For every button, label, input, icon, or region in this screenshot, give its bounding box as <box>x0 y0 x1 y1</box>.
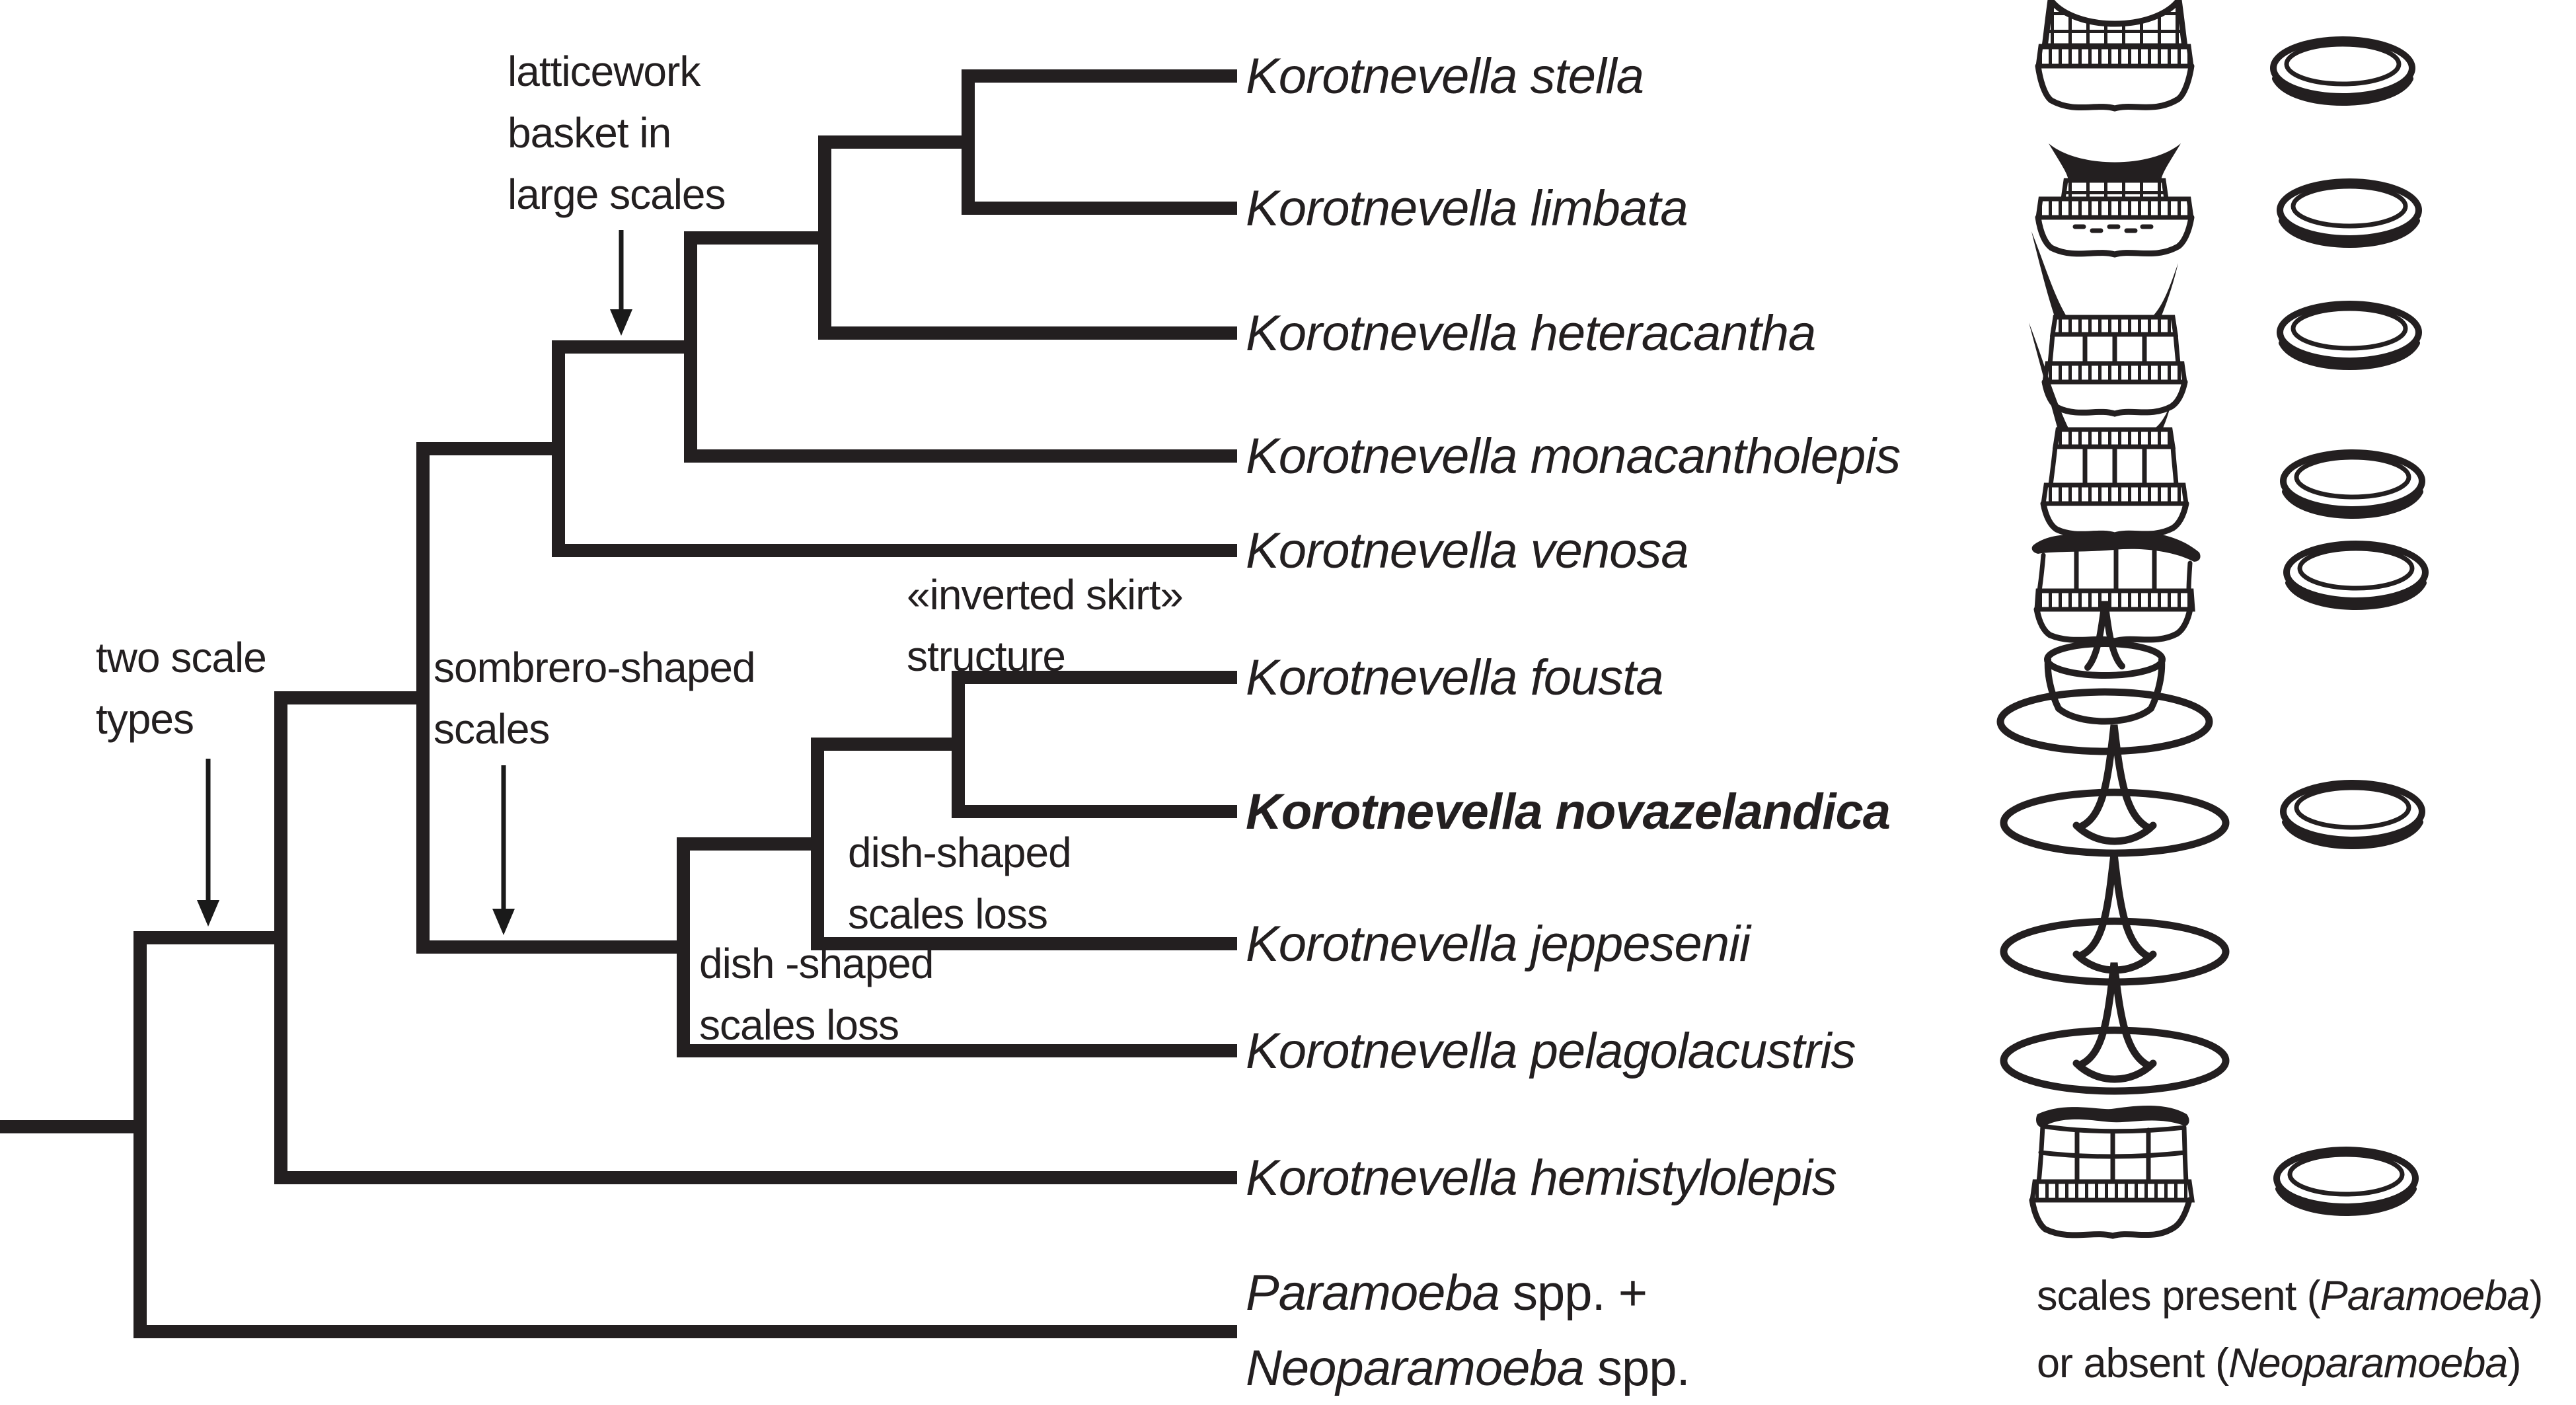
taxon-label-heteracantha: Korotnevella heteracantha <box>1246 305 1815 361</box>
svg-text:Neoparamoeba spp.: Neoparamoeba spp. <box>1246 1340 1690 1396</box>
tree-branches <box>0 69 1237 1338</box>
annotation-inverted-skirt: «inverted skirt» structure <box>907 571 1184 680</box>
legend-line-2: or absent (Neoparamoeba) <box>2037 1340 2520 1386</box>
annotation-two-scale-types: two scale types <box>96 634 267 743</box>
annotation-line: dish -shaped <box>699 940 933 987</box>
annotation-line: scales <box>434 705 549 753</box>
taxon-label-outgroup: Paramoeba spp. + Neoparamoeba spp. <box>1246 1265 1690 1396</box>
sombrero-scale-icon <box>2004 963 2226 1091</box>
taxon-label-pelagolacustris: Korotnevella pelagolacustris <box>1246 1023 1856 1079</box>
annotation-line: scales loss <box>699 1001 899 1049</box>
sombrero-arrow-icon <box>492 765 515 935</box>
dish-icon <box>2273 40 2412 102</box>
taxon-label-monacantholepis: Korotnevella monacantholepis <box>1246 428 1900 484</box>
legend-line-1: scales present (Paramoeba) <box>2037 1273 2542 1319</box>
dish-icon <box>2277 1150 2415 1213</box>
dish-icon <box>2287 544 2425 607</box>
dish-icon <box>2283 783 2422 846</box>
taxon-label-fousta: Korotnevella fousta <box>1246 650 1663 706</box>
annotation-line: sombrero-shaped <box>434 644 755 691</box>
annotation-line: two scale <box>96 634 266 681</box>
annotation-line: basket in <box>508 109 671 157</box>
annotation-line: structure <box>907 632 1065 680</box>
taxon-label-novazelandica: Korotnevella novazelandica <box>1246 784 1890 840</box>
basket-smooth-cap-icon <box>2032 533 2201 641</box>
taxon-label-limbata: Korotnevella limbata <box>1246 180 1688 237</box>
dish-icon <box>2283 453 2422 515</box>
basket-two-spines-icon <box>2031 231 2185 414</box>
annotation-line: «inverted skirt» <box>907 571 1183 619</box>
taxon-label-stella: Korotnevella stella <box>1246 48 1644 104</box>
annotation-sombrero: sombrero-shaped scales <box>434 644 756 753</box>
inverted-skirt-scale-icon <box>2000 601 2209 751</box>
dish-icon <box>2280 304 2419 367</box>
basket-smooth-cap-grid-icon <box>2032 1106 2192 1236</box>
annotation-line: large scales <box>508 171 726 218</box>
annotation-line: dish-shaped <box>848 829 1071 876</box>
taxon-label-venosa: Korotnevella venosa <box>1246 523 1688 579</box>
annotation-line: types <box>96 695 194 743</box>
basket-black-rim-icon <box>2038 143 2191 254</box>
two-scale-types-arrow-icon <box>197 759 219 927</box>
taxon-label-hemistylolepis: Korotnevella hemistylolepis <box>1246 1150 1837 1206</box>
annotation-dish-loss-upper: dish-shaped scales loss <box>848 829 1072 938</box>
annotation-dish-loss-lower: dish -shaped scales loss <box>699 940 934 1049</box>
latticework-basket-icon <box>2038 0 2191 108</box>
annotation-line: scales loss <box>848 890 1047 938</box>
legend: scales present (Paramoeba) or absent (Ne… <box>2037 1273 2543 1386</box>
taxon-label-jeppesenii: Korotnevella jeppesenii <box>1246 916 1752 972</box>
annotation-line: latticework <box>508 48 701 95</box>
latticework-arrow-icon <box>610 230 632 336</box>
annotation-latticework: latticework basket in large scales <box>508 48 726 218</box>
dish-icon <box>2280 182 2419 245</box>
svg-text:Paramoeba spp. +: Paramoeba spp. + <box>1246 1265 1647 1321</box>
